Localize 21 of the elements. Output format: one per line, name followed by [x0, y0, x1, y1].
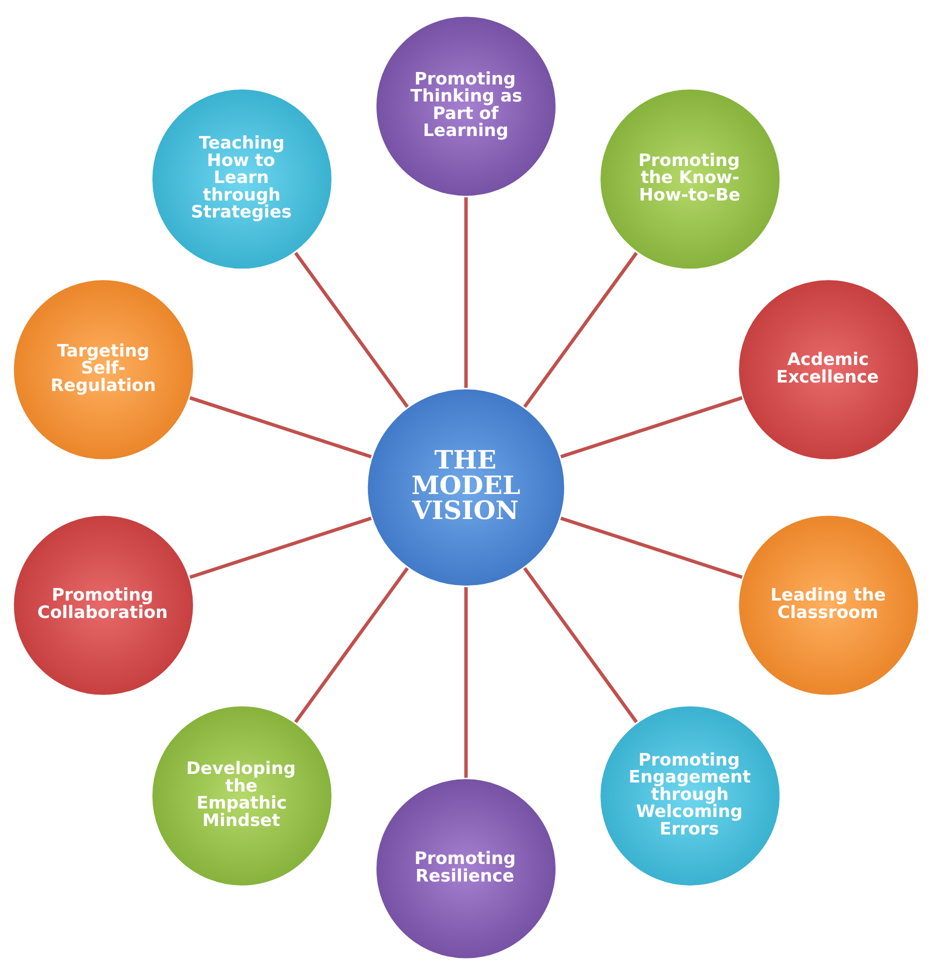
connector — [560, 396, 743, 458]
connector — [523, 251, 638, 408]
node-circle: Teaching How to Learn through Strategies — [150, 86, 334, 270]
node-circle: Leading the Classroom — [736, 512, 920, 697]
node-circle: THE MODEL VISION — [366, 386, 566, 588]
connector — [560, 516, 743, 578]
node-circle: Promoting Resilience — [374, 776, 558, 960]
node-circle: Developing the Empathic Mindset — [150, 704, 334, 888]
node-circle: Promoting Collaboration — [12, 512, 196, 697]
node-circle: Promoting Engagement through Welcoming Errors — [598, 704, 782, 888]
connector — [294, 566, 409, 723]
node-circle: Promoting the Know-How-to-Be — [598, 86, 782, 270]
connector — [464, 196, 468, 388]
connector — [189, 396, 372, 458]
connector — [464, 586, 468, 778]
connector — [294, 251, 409, 408]
connector — [189, 516, 372, 578]
connector — [523, 566, 638, 723]
node-circle: Promoting Thinking as Part of Learning — [374, 14, 558, 198]
node-circle: Acdemic Excellence — [736, 277, 920, 462]
node-circle: Targeting Self-Regulation — [12, 277, 196, 462]
